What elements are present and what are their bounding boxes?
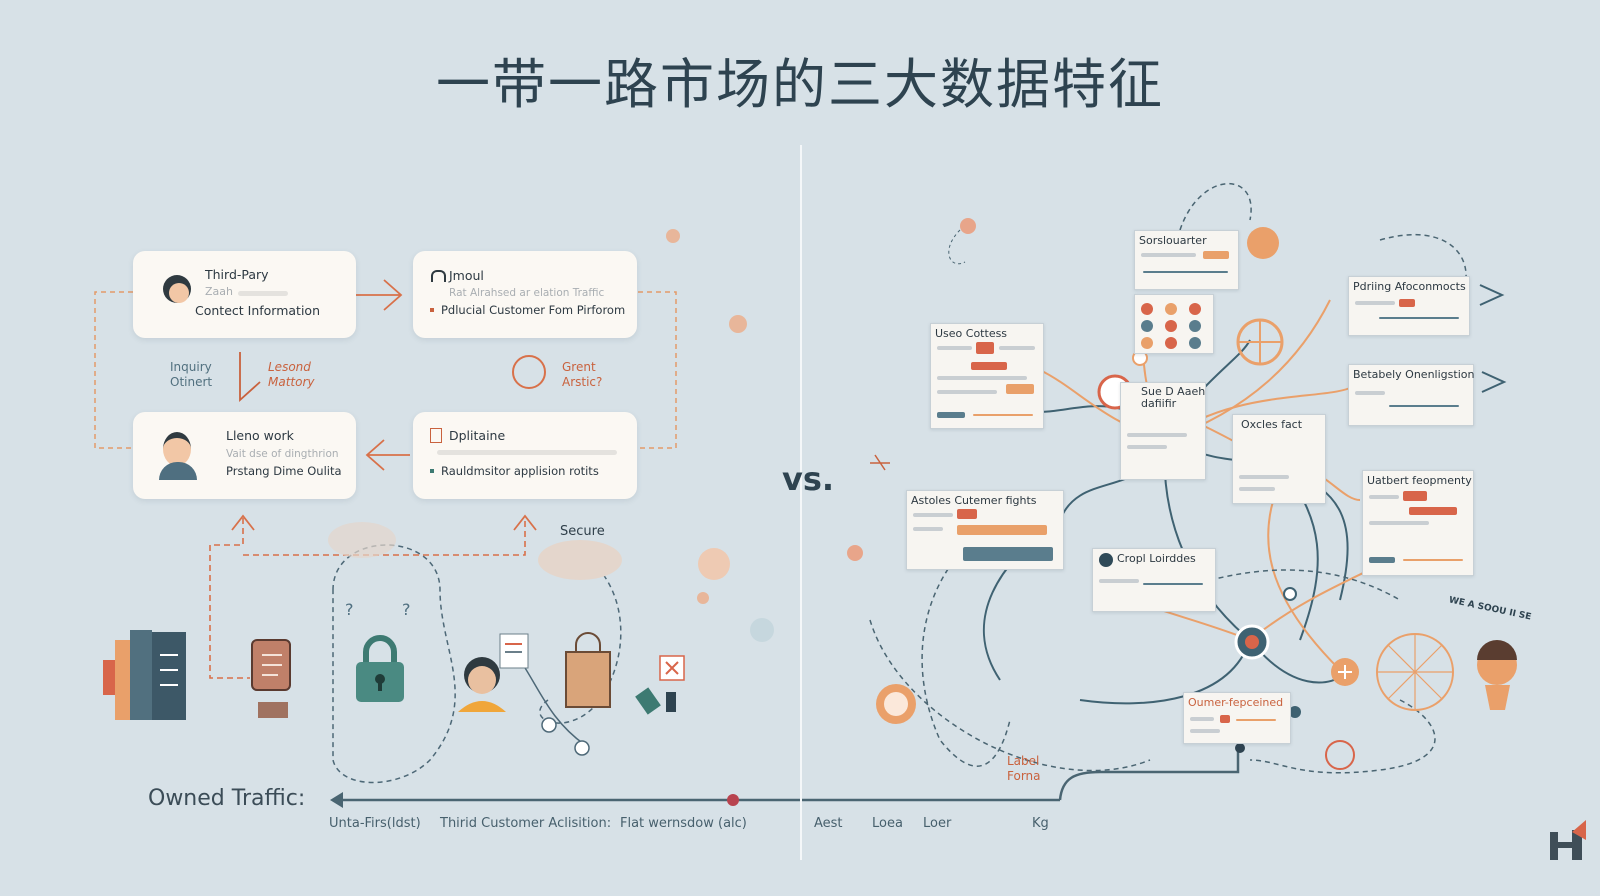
placeholder-bar: [238, 291, 288, 296]
paper-bag-icon: [565, 632, 611, 708]
card-title: Lleno work: [226, 428, 294, 443]
card-pdriing: Pdriing Afoconmocts: [1348, 276, 1470, 336]
card-third-party: Third-Pary Zaah Contect Information: [133, 251, 356, 338]
card-faint-text: Vait dse of dingthrion: [226, 448, 339, 460]
card-faint-text: Rat Alrahsed ar elation Traffic: [449, 287, 605, 299]
card-oxcles-fact: Oxcles fact: [1232, 414, 1326, 504]
placeholder-bar: [437, 450, 617, 455]
card-title: Jmoul: [449, 268, 484, 283]
card-astoles: Astoles Cutemer fights: [906, 490, 1064, 570]
person-head-icon: [163, 432, 191, 466]
card-betabely: Betabely Onenligstion: [1348, 364, 1474, 426]
grent-label: Grent Arstic?: [562, 360, 603, 389]
rejected-card-icon: [635, 655, 685, 715]
person-face-icon: [169, 283, 189, 303]
card-useo-cottess: Useo Cottess: [930, 323, 1044, 429]
card-line: Rauldmsitor applision rotits: [441, 464, 599, 478]
secure-label: Secure: [560, 524, 605, 539]
card-uatbert: Uatbert feopmenty: [1362, 470, 1474, 576]
card-dplitaine: Dplitaine Rauldmsitor applision rotits: [413, 412, 637, 499]
owned-traffic-label: Owned Traffic:: [148, 786, 306, 811]
d-badge-icon: [1099, 553, 1113, 567]
card-line: Prstang Dime Oulita: [226, 464, 342, 478]
clipboard-icon: [430, 428, 442, 443]
card-oumer-fepceined: Oumer-fepceined: [1183, 692, 1291, 744]
axis-tick: Flat wernsdow (alc): [620, 816, 747, 831]
label-forma: Label Forna: [1007, 754, 1041, 783]
headphones-icon: [431, 270, 446, 282]
card-lleno-work: Lleno work Vait dse of dingthrion Prstan…: [133, 412, 356, 499]
card-line: Contect Information: [195, 303, 320, 318]
card-title: Third-Pary: [205, 267, 269, 282]
axis-tick: Aest: [814, 816, 843, 831]
axis-tick: Unta-Firs(ldst): [329, 816, 421, 831]
page-title: 一带一路市场的三大数据特征: [436, 53, 1164, 116]
red-bullet-icon: [430, 308, 434, 312]
power-gauge-icon: [512, 355, 546, 389]
question-mark-icon: ?: [402, 600, 411, 619]
card-sue-d-aaeh: Sue D Aaeh dafiifir: [1120, 382, 1206, 480]
card-line: Pdlucial Customer Fom Pirforom: [441, 303, 626, 317]
inquiry-label: Inquiry Otinert: [170, 360, 213, 389]
vs-divider: [800, 145, 802, 860]
server-stack-icon: [103, 630, 186, 720]
card-sorslouarter: Sorslouarter: [1134, 230, 1239, 290]
card-title: Dplitaine: [449, 428, 506, 443]
lesond-label: Lesond Mattory: [268, 360, 315, 389]
padlock-icon: [356, 635, 404, 702]
document-scroll-icon: [251, 639, 291, 718]
axis-tick: Loea: [872, 816, 903, 831]
card-cropl-loirddes: Cropl Loirddes: [1092, 548, 1216, 612]
vs-label: vs.: [782, 460, 835, 498]
axis-tick: Thirid Customer Aclisition:: [440, 816, 612, 831]
card-icon-grid: [1134, 294, 1214, 354]
person-shirt-icon: [159, 462, 197, 480]
card-jmoul: Jmoul Rat Alrahsed ar elation Traffic Pd…: [413, 251, 637, 338]
axis-tick: Kg: [1032, 816, 1049, 831]
person-with-paper-icon: [458, 633, 529, 712]
teal-bullet-icon: [430, 469, 434, 473]
question-mark-icon: ?: [345, 600, 354, 619]
axis-tick: Loer: [923, 816, 952, 831]
card-faint-text: Zaah: [205, 285, 233, 298]
